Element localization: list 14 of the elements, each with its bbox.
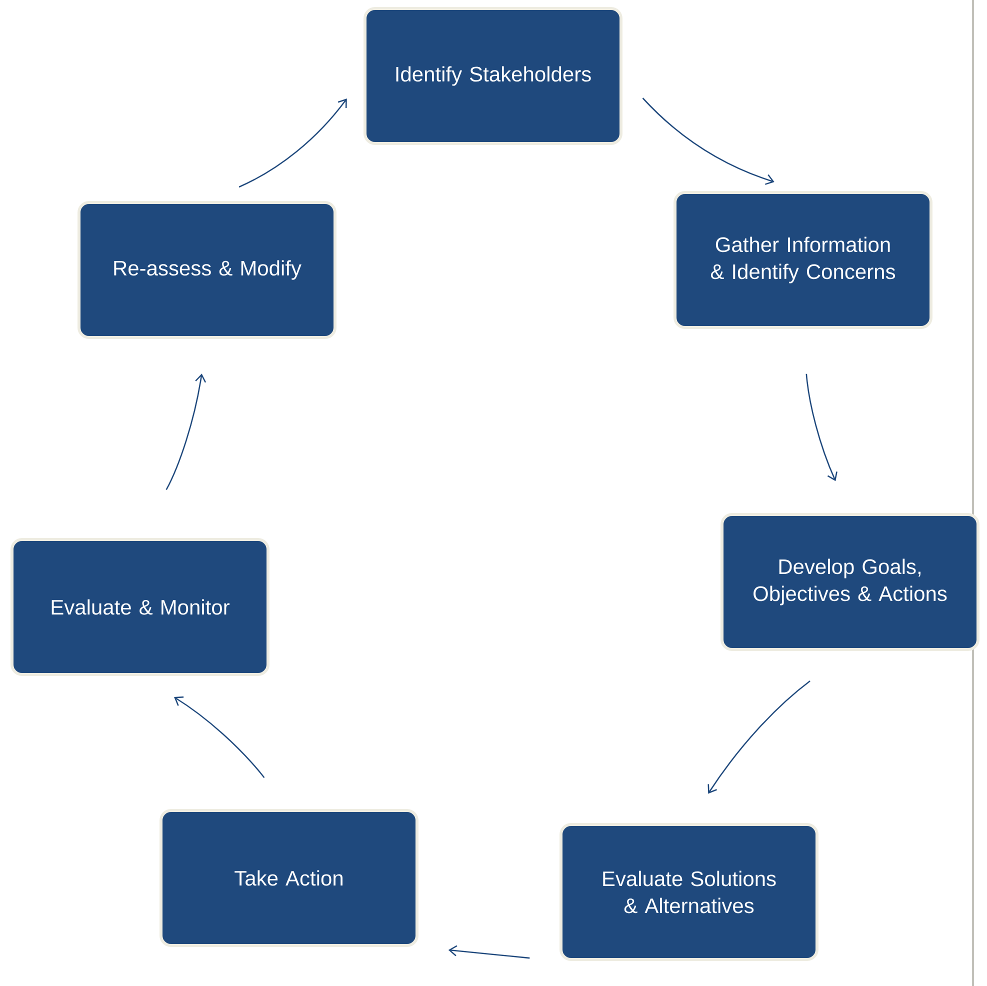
process-box: Evaluate & Monitor [10, 538, 270, 676]
arrow [708, 680, 810, 794]
process-box: Take Action [160, 809, 418, 948]
arrow [448, 945, 530, 959]
arrow [806, 374, 838, 482]
process-box: Gather Information & Identify Concerns [674, 191, 933, 329]
process-box: Evaluate Solutions & Alternatives [560, 823, 818, 961]
process-box: Re-assess & Modify [78, 201, 336, 339]
arrow [642, 98, 774, 185]
arrow [166, 374, 206, 490]
process-box: Identify Stakeholders [364, 7, 622, 145]
process-box: Develop Goals, Objectives & Actions [720, 513, 980, 651]
arrow [174, 696, 265, 778]
arrow [238, 98, 347, 188]
